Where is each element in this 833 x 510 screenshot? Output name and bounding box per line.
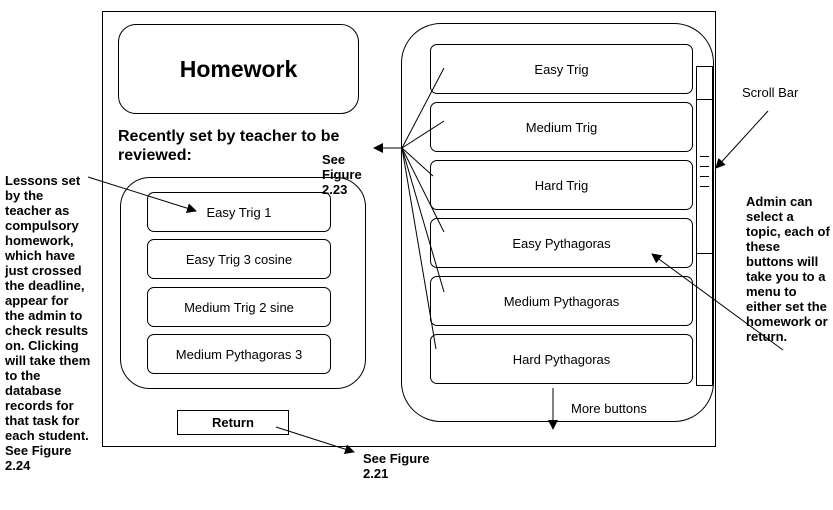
recent-item-button[interactable]: Easy Trig 3 cosine bbox=[147, 239, 331, 279]
topic-button-hard-trig[interactable]: Hard Trig bbox=[430, 160, 693, 210]
scrollbar-grip[interactable] bbox=[700, 186, 709, 187]
topic-button-medium-pythagoras[interactable]: Medium Pythagoras bbox=[430, 276, 693, 326]
scroll-bar-annotation: Scroll Bar bbox=[742, 85, 799, 100]
connector-line bbox=[401, 147, 445, 293]
recent-item-button[interactable]: Medium Pythagoras 3 bbox=[147, 334, 331, 374]
see-figure-223-annotation: See Figure 2.23 bbox=[322, 152, 362, 197]
scrollbar[interactable] bbox=[696, 66, 713, 386]
scrollbar-grip[interactable] bbox=[700, 176, 709, 177]
topic-button-easy-trig[interactable]: Easy Trig bbox=[430, 44, 693, 94]
lessons-arrow bbox=[87, 176, 197, 214]
scrollbar-grip[interactable] bbox=[700, 156, 709, 157]
return-button[interactable]: Return bbox=[177, 410, 289, 435]
return-arrow bbox=[275, 426, 355, 455]
recent-item-button[interactable]: Easy Trig 1 bbox=[147, 192, 331, 232]
topic-button-medium-trig[interactable]: Medium Trig bbox=[430, 102, 693, 152]
connector-line bbox=[401, 120, 445, 149]
recent-heading: Recently set by teacher to be reviewed: bbox=[118, 128, 340, 164]
screen-frame bbox=[102, 11, 716, 447]
topic-button-easy-pythagoras[interactable]: Easy Pythagoras bbox=[430, 218, 693, 268]
connector-line bbox=[401, 147, 445, 233]
scrollbar-divider bbox=[697, 253, 712, 254]
scrollbar-divider bbox=[697, 99, 712, 100]
admin-arrow bbox=[651, 253, 784, 351]
admin-annotation: Admin can select a topic, each of these … bbox=[746, 194, 830, 344]
see-figure-221-annotation: See Figure 2.21 bbox=[363, 451, 430, 481]
recent-item-button[interactable]: Medium Trig 2 sine bbox=[147, 287, 331, 327]
lessons-annotation: Lessons set by the teacher as compulsory… bbox=[5, 173, 91, 473]
scroll-bar-arrow bbox=[715, 110, 769, 169]
more-buttons-label: More buttons bbox=[571, 401, 647, 416]
topic-button-hard-pythagoras[interactable]: Hard Pythagoras bbox=[430, 334, 693, 384]
page-title: Homework bbox=[118, 24, 359, 114]
connector-line bbox=[401, 147, 437, 350]
connector-line bbox=[401, 147, 434, 177]
scrollbar-grip[interactable] bbox=[700, 166, 709, 167]
recent-homework-panel bbox=[120, 177, 366, 389]
connector-line bbox=[401, 67, 445, 149]
